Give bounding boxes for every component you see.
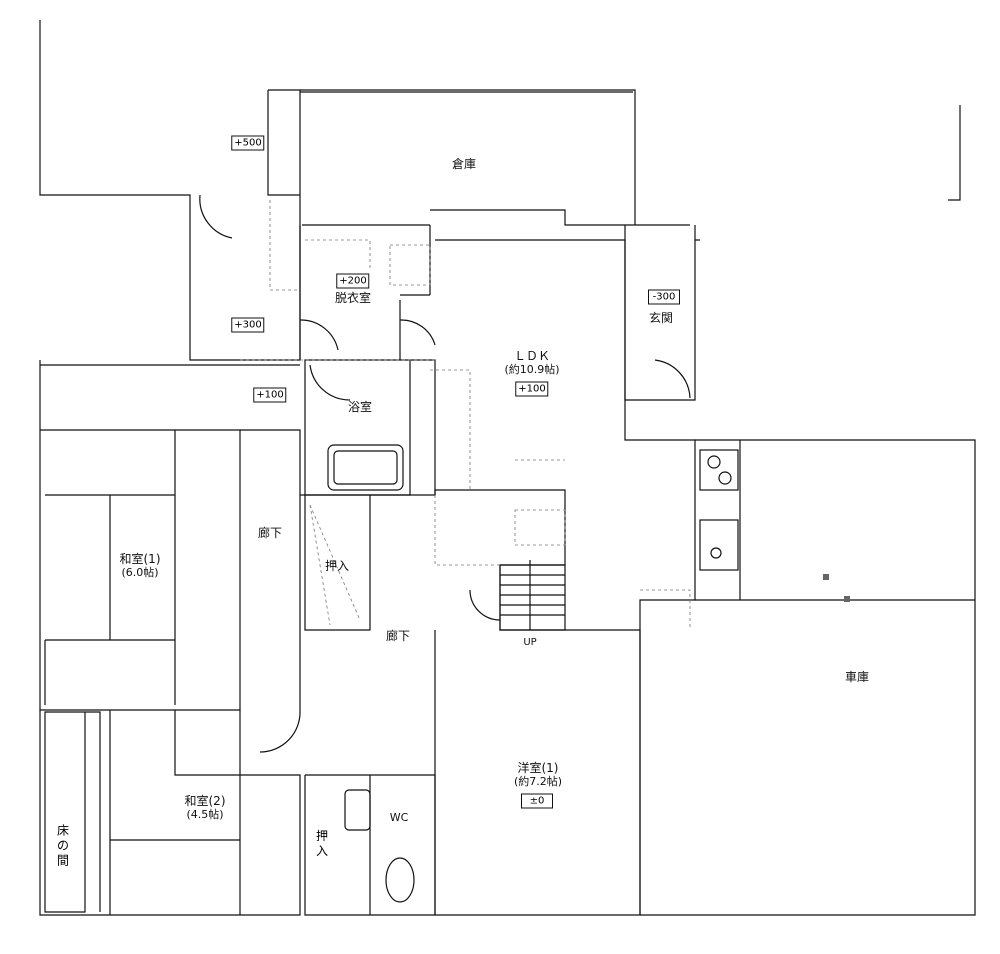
wall-ldk — [435, 239, 696, 630]
tatami-lines — [44, 430, 176, 705]
bathtub — [327, 444, 404, 491]
door-swing-7 — [469, 589, 501, 621]
room-yoshitsu1-size: (約7.2帖) — [513, 775, 563, 788]
garage-mark-1 — [823, 574, 829, 580]
wall-storage — [300, 89, 636, 225]
room-washitsu2-name: 和室(2) — [184, 794, 226, 808]
level-hall: +100 — [253, 387, 287, 403]
stairs-up-label: UP — [523, 637, 537, 648]
room-washitsu1-name: 和室(1) — [119, 552, 161, 566]
room-ldk-size: (約10.9帖) — [504, 363, 560, 376]
door-swing-6 — [259, 709, 301, 753]
dashed-lines — [240, 200, 691, 630]
wall-upper-left — [39, 20, 301, 361]
room-dressing: 脱衣室 — [334, 291, 372, 305]
room-ldk-name: ＬＤＫ — [513, 349, 551, 363]
wall-garage — [640, 439, 976, 916]
wall-storage-inner — [302, 209, 690, 226]
wall-bath — [304, 359, 436, 496]
room-yoshitsu1: 洋室(1) (約7.2帖) — [514, 761, 562, 789]
bathtub-inner — [333, 450, 398, 485]
toilet — [385, 857, 415, 903]
room-washitsu1: 和室(1) (6.0帖) — [120, 552, 161, 580]
room-washitsu2-size: (4.5帖) — [186, 808, 224, 821]
sink — [344, 789, 371, 831]
wall-right-edge — [948, 105, 961, 201]
room-tokonoma: 床の間 — [56, 823, 69, 868]
room-garage: 車庫 — [844, 670, 870, 684]
door-swing-5 — [309, 364, 351, 401]
level-dressing: +200 — [336, 273, 370, 289]
room-bath: 浴室 — [347, 400, 373, 414]
level-ldk: +100 — [515, 381, 549, 397]
level-left-mid: +300 — [231, 317, 265, 333]
stairs — [499, 560, 566, 631]
kitchen-sink — [699, 519, 739, 571]
room-entrance: 玄関 — [648, 311, 674, 325]
room-closet1: 押入 — [324, 559, 350, 573]
kitchen-stove — [699, 449, 739, 491]
wall-yoshitsu1 — [434, 630, 641, 916]
room-storage: 倉庫 — [451, 157, 477, 171]
door-swing-3 — [399, 319, 436, 346]
room-hallway1: 廊下 — [257, 526, 283, 540]
level-yoshitsu: ±0 — [521, 793, 553, 809]
room-washitsu1-size: (6.0帖) — [121, 566, 159, 579]
room-yoshitsu1-name: 洋室(1) — [517, 761, 559, 775]
wall-closet1 — [304, 495, 371, 631]
room-closet2: 押入 — [315, 829, 328, 858]
level-entrance: -300 — [648, 289, 680, 305]
tokonoma-frame — [44, 711, 101, 913]
door-swing-2 — [299, 319, 339, 351]
level-upper-left: +500 — [231, 135, 265, 151]
room-washitsu2: 和室(2) (4.5帖) — [185, 794, 226, 822]
door-swing-4 — [654, 359, 691, 399]
garage-mark-2 — [844, 596, 850, 602]
door-swing-1 — [199, 194, 233, 239]
room-ldk: ＬＤＫ (約10.9帖) — [504, 349, 559, 377]
room-wc: WC — [389, 811, 409, 824]
wall-washitsu2 — [39, 710, 301, 916]
room-hallway2: 廊下 — [385, 629, 411, 643]
